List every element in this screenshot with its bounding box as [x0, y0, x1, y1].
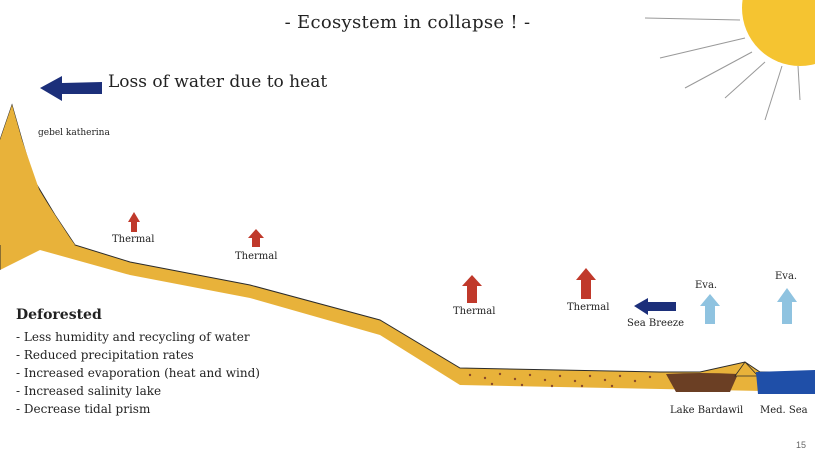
list-item: - Less humidity and recycling of water	[16, 330, 250, 344]
deforested-title: Deforested	[16, 307, 102, 323]
thermal-arrow-icon	[462, 275, 482, 303]
thermal-label: Thermal	[112, 234, 155, 245]
thermal-arrow-icon	[576, 268, 596, 299]
list-item: - Increased evaporation (heat and wind)	[16, 366, 260, 380]
heat-loss-label: Loss of water due to heat	[108, 72, 328, 92]
page-number: 15	[796, 440, 807, 450]
thermal-arrow-icon	[128, 212, 140, 232]
sun-icon	[644, 0, 815, 121]
med-sea-shape	[756, 370, 815, 394]
thermal-label: Thermal	[235, 251, 278, 262]
list-item: - Decrease tidal prism	[16, 402, 151, 416]
evaporation-arrow-icon	[777, 288, 797, 324]
page-title: - Ecosystem in collapse ! -	[284, 12, 531, 33]
peak-label: gebel katherina	[38, 128, 110, 138]
sediment-dots	[468, 372, 652, 388]
list-item: - Increased salinity lake	[16, 384, 162, 398]
thermal-arrow-icon	[248, 229, 264, 247]
lake-bardawil-shape	[666, 373, 738, 392]
thermal-label: Thermal	[453, 306, 496, 317]
deforested-list: - Less humidity and recycling of water -…	[16, 328, 260, 418]
lake-label: Lake Bardawil	[670, 405, 744, 416]
evaporation-arrow-icon	[700, 294, 720, 324]
peak-shape	[0, 105, 75, 245]
barrier-shape	[734, 361, 759, 377]
sea-breeze-arrow-icon	[634, 298, 676, 315]
med-sea-label: Med. Sea	[760, 405, 808, 416]
heat-loss-arrow-icon	[40, 76, 102, 101]
sea-breeze-label: Sea Breeze	[627, 318, 685, 329]
thermal-label: Thermal	[567, 302, 610, 313]
list-item: - Reduced precipitation rates	[16, 348, 194, 362]
evaporation-label: Eva.	[775, 271, 798, 282]
evaporation-label: Eva.	[695, 280, 718, 291]
land-underside	[0, 245, 815, 458]
